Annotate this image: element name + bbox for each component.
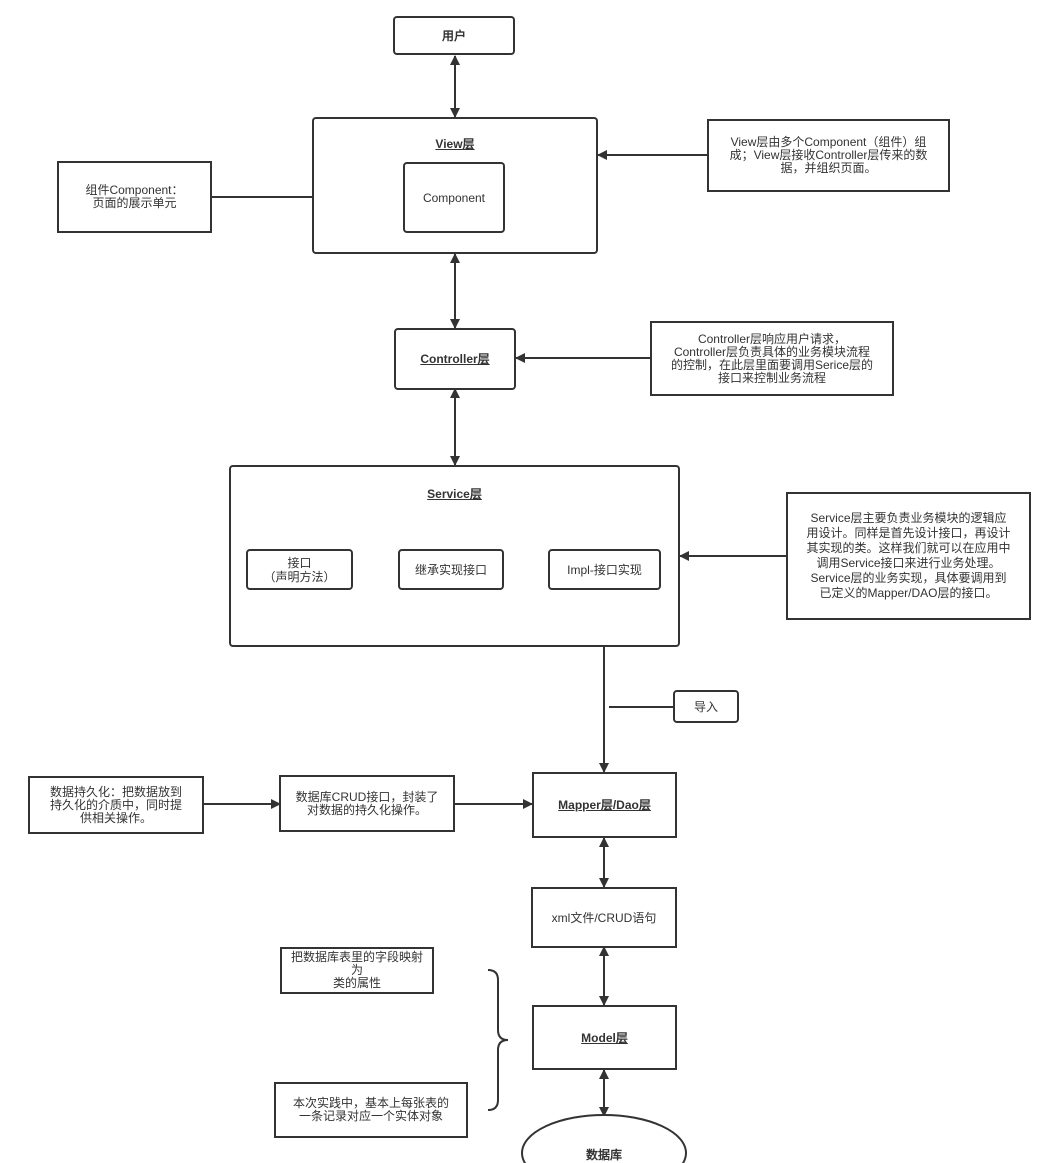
import-node: 导入 (673, 690, 739, 723)
curly-brace (487, 969, 509, 1111)
practice-note: 本次实践中，基本上每张表的 一条记录对应一个实体对象 (274, 1082, 468, 1138)
interface-node: 接口 （声明方法） (246, 549, 353, 590)
impl-node: Impl-接口实现 (548, 549, 661, 590)
mapping-note: 把数据库表里的字段映射为 类的属性 (280, 947, 434, 994)
mapper-node: Mapper层/Dao层 (532, 772, 677, 838)
persistence-note: 数据持久化：把数据放到 持久化的介质中，同时提 供相关操作。 (28, 776, 204, 834)
controller-node: Controller层 (394, 328, 516, 390)
component-note: 组件Component： 页面的展示单元 (57, 161, 212, 233)
model-node: Model层 (532, 1005, 677, 1070)
view-layer-title: View层 (435, 137, 475, 151)
inherit-node: 继承实现接口 (398, 549, 504, 590)
xml-node: xml文件/CRUD语句 (531, 887, 677, 948)
service-note: Service层主要负责业务模块的逻辑应 用设计。同样是首先设计接口，再设计 其… (786, 492, 1031, 620)
user-node: 用户 (393, 16, 515, 55)
database-label: 数据库 (585, 1148, 622, 1162)
crud-note: 数据库CRUD接口，封装了 对数据的持久化操作。 (279, 775, 455, 832)
controller-note: Controller层响应用户请求， Controller层负责具体的业务模块流… (650, 321, 894, 396)
view-note: View层由多个Component（组件）组 成；View层接收Controll… (707, 119, 950, 192)
database-shape (521, 1114, 687, 1163)
component-node: Component (403, 162, 505, 233)
service-layer-title: Service层 (427, 487, 482, 501)
